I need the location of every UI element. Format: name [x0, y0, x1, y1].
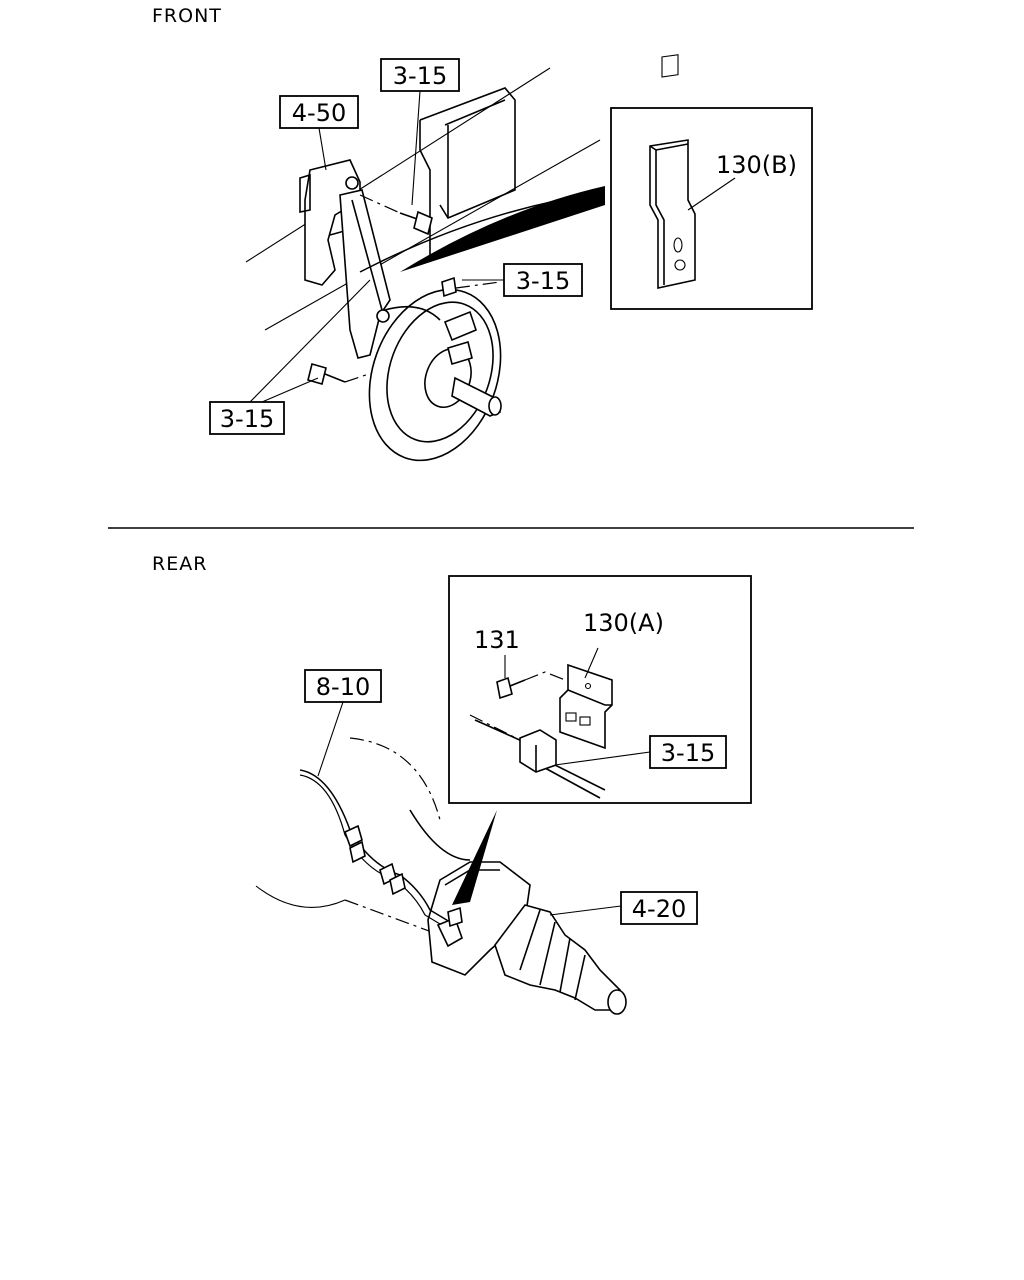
callout-4-20: 4-20	[549, 891, 698, 925]
svg-text:8-10: 8-10	[316, 673, 370, 701]
part-130b-label: 130(B)	[716, 151, 797, 179]
callout-3-15-bottom: 3-15	[209, 279, 371, 435]
svg-text:3-15: 3-15	[220, 405, 274, 433]
rear-section-label: REAR	[152, 553, 207, 575]
harness-clip-1	[344, 824, 363, 848]
bracket-130a-drawing	[559, 647, 613, 750]
rear-inset-pointer	[452, 810, 497, 905]
rear-connector	[436, 906, 463, 948]
bracket-130b-drawing	[649, 54, 696, 289]
rear-sensor-harness	[299, 769, 463, 948]
front-chassis-frame	[245, 67, 601, 331]
front-sensor-on-disc	[441, 276, 501, 366]
front-sensor-harness	[359, 186, 606, 321]
callout-3-15-rear	[649, 735, 727, 769]
callout-8-10: 8-10	[304, 669, 382, 777]
callout-3-15-top: 3-15	[380, 58, 460, 206]
rear-inset-box: 131 130(A) 3-15	[448, 575, 752, 804]
svg-text:3-15: 3-15	[516, 267, 570, 295]
front-inset-box: 130(B)	[610, 54, 813, 310]
harness-clip-4	[389, 872, 406, 896]
front-shock-absorber	[339, 176, 391, 359]
svg-text:3-15: 3-15	[393, 62, 447, 90]
front-section-label: FRONT	[152, 5, 222, 27]
svg-text:4-50: 4-50	[292, 99, 346, 127]
callout-3-15-mid: 3-15	[462, 263, 583, 297]
callout-4-50: 4-50	[279, 95, 359, 171]
rear-axle-tube	[494, 904, 627, 1015]
part-131-label: 131	[474, 626, 520, 654]
harness-clip-2	[349, 840, 366, 864]
callout-3-15-rear-text: 3-15	[661, 739, 715, 767]
part-130a-label: 130(A)	[583, 609, 664, 637]
bolt-131-drawing	[496, 655, 591, 700]
front-bolt-upper	[359, 194, 433, 236]
svg-text:4-20: 4-20	[632, 895, 686, 923]
